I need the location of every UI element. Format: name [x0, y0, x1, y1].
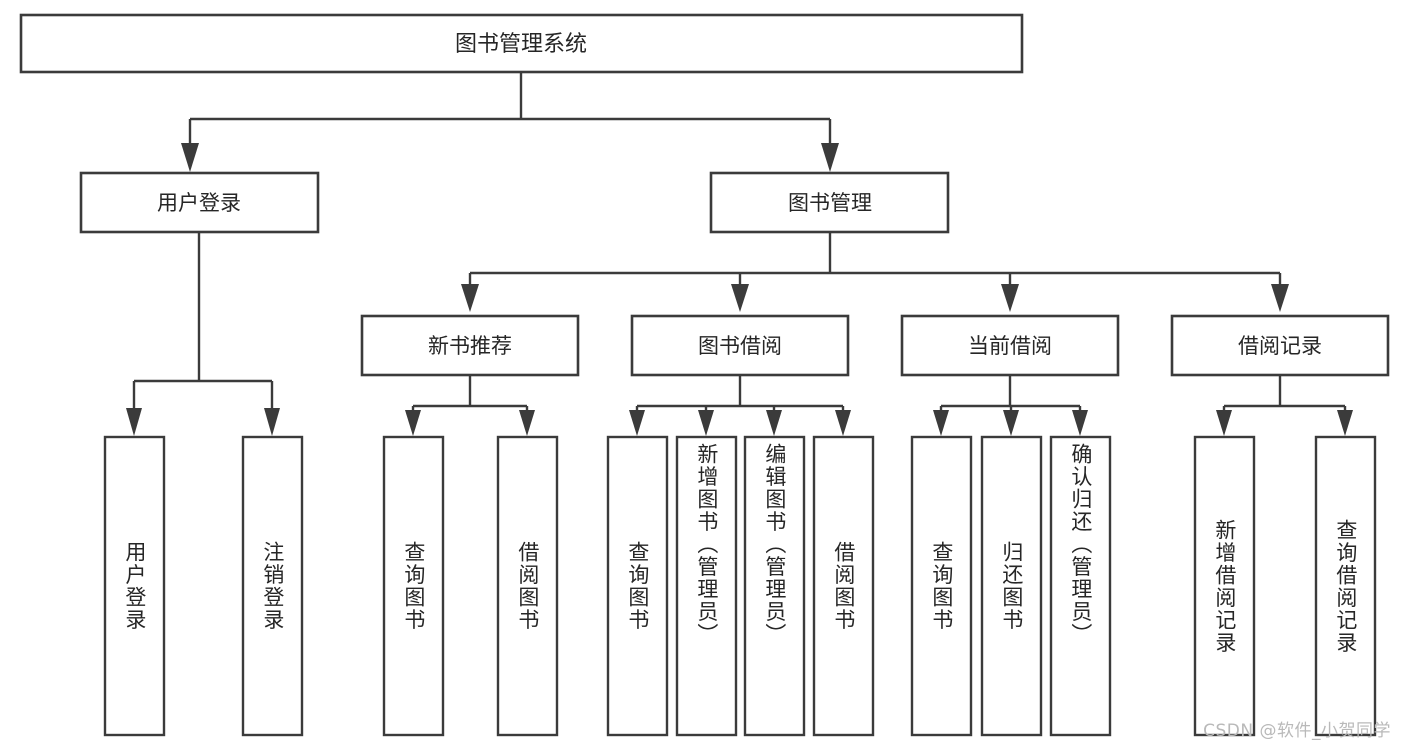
- leaf-box-add-record[interactable]: [1193, 435, 1256, 737]
- node-book-manage[interactable]: 图书管理: [709, 171, 950, 234]
- connector-group-book-manage: [461, 232, 1289, 312]
- node-book-borrow-label: 图书借阅: [698, 334, 782, 358]
- connector-group-borrow-record: [1216, 375, 1353, 436]
- node-new-book-rec-label: 新书推荐: [428, 334, 512, 358]
- leaf-box-return-book[interactable]: [980, 435, 1043, 737]
- arrowhead-current-borrow: [1001, 284, 1019, 312]
- csdn-watermark: CSDN @软件_小贺同学: [1203, 721, 1391, 741]
- arrowhead-leaf-query-record: [1337, 410, 1353, 436]
- arrowhead-leaf-query-book-2: [629, 410, 645, 436]
- node-user-login[interactable]: 用户登录: [79, 171, 320, 234]
- arrowhead-book-borrow: [731, 284, 749, 312]
- leaf-box-borrow-book-2[interactable]: [812, 435, 875, 737]
- leaf-box-query-book-1[interactable]: [382, 435, 445, 737]
- leaf-box-query-book-2[interactable]: [606, 435, 669, 737]
- leaf-box-borrow-book-1[interactable]: [496, 435, 559, 737]
- arrowhead-leaf-borrow-book-2: [835, 410, 851, 436]
- node-root[interactable]: 图书管理系统: [19, 13, 1024, 74]
- node-book-manage-box[interactable]: [709, 171, 950, 234]
- node-root-label: 图书管理系统: [455, 32, 587, 57]
- arrowhead-leaf-user-login: [126, 408, 142, 436]
- node-user-login-box[interactable]: [79, 171, 320, 234]
- arrowhead-leaf-edit-book: [766, 410, 782, 436]
- node-root-box[interactable]: [19, 13, 1024, 74]
- node-new-book-rec-box[interactable]: [360, 314, 580, 377]
- leaf-box-user-logout[interactable]: [241, 435, 304, 737]
- leaf-box-group: [103, 435, 1377, 737]
- leaf-box-add-book[interactable]: [675, 435, 738, 737]
- node-borrow-record[interactable]: 借阅记录: [1170, 314, 1390, 377]
- arrowhead-book-manage: [821, 143, 839, 172]
- arrowhead-leaf-confirm-return: [1072, 410, 1088, 436]
- arrowhead-leaf-query-book-1: [405, 410, 421, 436]
- connector-group-current-borrow: [933, 375, 1088, 436]
- connector-group-root: [181, 72, 839, 172]
- leaf-box-edit-book[interactable]: [743, 435, 806, 737]
- leaf-box-query-book-3[interactable]: [910, 435, 973, 737]
- arrowhead-user-login: [181, 143, 199, 172]
- leaf-box-query-record[interactable]: [1314, 435, 1377, 737]
- leaf-box-user-login[interactable]: [103, 435, 166, 737]
- node-current-borrow[interactable]: 当前借阅: [900, 314, 1120, 377]
- node-current-borrow-box[interactable]: [900, 314, 1120, 377]
- connector-group-new-book-rec: [405, 375, 535, 436]
- arrowhead-leaf-borrow-book-1: [519, 410, 535, 436]
- arrowhead-new-book-rec: [461, 284, 479, 312]
- connector-group-book-borrow: [629, 375, 851, 436]
- arrowhead-leaf-add-record: [1216, 410, 1232, 436]
- node-borrow-record-label: 借阅记录: [1238, 334, 1322, 358]
- node-book-manage-label: 图书管理: [788, 191, 872, 215]
- node-user-login-label: 用户登录: [157, 191, 241, 215]
- node-book-borrow-box[interactable]: [630, 314, 850, 377]
- arrowhead-leaf-return-book: [1003, 410, 1019, 436]
- node-book-borrow[interactable]: 图书借阅: [630, 314, 850, 377]
- node-borrow-record-box[interactable]: [1170, 314, 1390, 377]
- arrowhead-leaf-user-logout: [264, 408, 280, 436]
- arrowhead-borrow-record: [1271, 284, 1289, 312]
- leaf-box-confirm-return[interactable]: [1049, 435, 1112, 737]
- arrowhead-leaf-query-book-3: [933, 410, 949, 436]
- connector-group-user-login: [126, 232, 280, 436]
- arrowhead-leaf-add-book: [698, 410, 714, 436]
- node-current-borrow-label: 当前借阅: [968, 334, 1052, 358]
- node-new-book-rec[interactable]: 新书推荐: [360, 314, 580, 377]
